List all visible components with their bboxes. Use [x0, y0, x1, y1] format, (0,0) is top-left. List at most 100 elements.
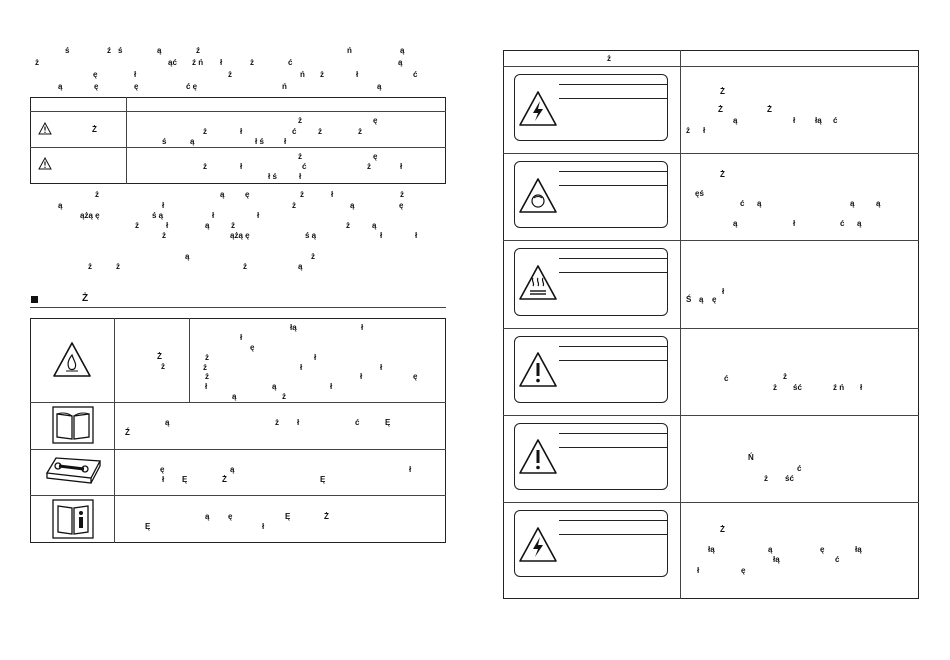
- text-fragment: ę: [373, 116, 378, 125]
- safety-label-card: [514, 422, 668, 490]
- text-fragment: ć: [288, 58, 293, 67]
- text-fragment: ł: [212, 211, 215, 220]
- information-manual-icon: [52, 499, 94, 539]
- text-fragment: ą: [757, 199, 762, 208]
- text-fragment: Ż: [720, 525, 725, 534]
- text-fragment: ż: [35, 58, 39, 67]
- row-divider: [503, 502, 919, 503]
- text-fragment: ść: [793, 383, 802, 392]
- text-fragment: ł: [409, 465, 412, 474]
- row-divider: [503, 153, 919, 155]
- text-fragment: ż: [135, 221, 139, 230]
- text-fragment: ć: [797, 464, 802, 473]
- text-fragment: ż: [298, 152, 302, 161]
- text-fragment: łą: [815, 116, 822, 125]
- text-fragment: ł: [356, 70, 359, 79]
- text-fragment: ł: [284, 137, 287, 146]
- text-fragment: ą: [298, 262, 303, 271]
- text-fragment: ł: [415, 231, 418, 240]
- text-fragment: Ż: [324, 512, 329, 521]
- text-fragment: łą: [855, 545, 862, 554]
- text-fragment: ł: [703, 126, 706, 135]
- text-fragment: ź: [196, 46, 200, 55]
- text-fragment: Ę: [182, 475, 188, 484]
- text-fragment: ć: [740, 199, 745, 208]
- text-fragment: ż: [250, 58, 254, 67]
- text-fragment: ą: [857, 219, 862, 228]
- text-fragment: ć: [292, 127, 297, 136]
- text-fragment: ć ę: [186, 82, 198, 91]
- section-rule: [30, 307, 446, 308]
- electric-shock-icon: [519, 526, 557, 562]
- section-heading: Ż: [82, 293, 89, 304]
- text-fragment: ąć: [168, 58, 177, 67]
- text-fragment: ł: [220, 58, 223, 67]
- text-fragment: Ę: [385, 418, 391, 427]
- flammable-warning-icon: [53, 342, 91, 377]
- text-fragment: ł: [257, 211, 260, 220]
- row-divider: [503, 327, 919, 329]
- rotating-fan-icon: [519, 177, 557, 213]
- caution-icon: [519, 352, 557, 387]
- text-fragment: ż: [228, 70, 232, 79]
- text-fragment: ą: [58, 201, 63, 210]
- text-fragment: Ń: [748, 453, 754, 462]
- text-fragment: ż: [686, 126, 690, 135]
- text-fragment: ą: [350, 201, 355, 210]
- safety-label-card: [514, 335, 668, 403]
- text-fragment: ł: [205, 382, 208, 391]
- text-fragment: ł: [297, 418, 300, 427]
- text-fragment: ą: [58, 82, 63, 91]
- text-fragment: ż: [203, 363, 207, 372]
- text-fragment: ł: [330, 382, 333, 391]
- text-fragment: ś: [162, 137, 167, 146]
- text-fragment: ą: [165, 418, 170, 427]
- text-fragment: ć: [355, 418, 360, 427]
- text-fragment: ą: [733, 116, 738, 125]
- text-fragment: ą: [398, 58, 403, 67]
- text-fragment: ż: [205, 353, 209, 362]
- text-fragment: ą: [377, 82, 382, 91]
- text-fragment: ę: [373, 152, 378, 161]
- text-fragment: ż: [205, 372, 209, 381]
- text-fragment: ą: [400, 46, 405, 55]
- text-fragment: ę: [741, 566, 746, 575]
- text-fragment: ż: [95, 190, 99, 199]
- text-fragment: ą: [876, 199, 881, 208]
- text-fragment: ę: [93, 70, 98, 79]
- text-fragment: Ę: [320, 475, 326, 484]
- text-fragment: ą: [768, 545, 773, 554]
- text-fragment: ź ń: [192, 58, 204, 67]
- text-fragment: ń: [347, 46, 352, 55]
- text-fragment: ę: [160, 465, 165, 474]
- text-fragment: ą: [205, 512, 210, 521]
- text-fragment: ż: [783, 372, 787, 381]
- text-fragment: ź: [107, 46, 111, 55]
- text-fragment: ę: [712, 295, 717, 304]
- label-table-header: ż: [607, 54, 611, 63]
- text-fragment: ł: [361, 323, 364, 332]
- text-fragment: ć: [724, 374, 729, 383]
- caution-icon: [519, 439, 557, 475]
- text-fragment: ż: [311, 252, 315, 261]
- text-fragment: ż: [203, 127, 207, 136]
- flammable-signal-word: Ż: [157, 352, 162, 361]
- text-fragment: ź ń: [833, 383, 845, 392]
- text-fragment: ę: [228, 512, 233, 521]
- text-fragment: Ż: [718, 105, 723, 114]
- text-fragment: ć: [840, 219, 845, 228]
- text-fragment: ś: [118, 46, 123, 55]
- safety-label-card: [514, 74, 668, 142]
- text-fragment: ę: [413, 372, 418, 381]
- row-divider: [503, 240, 919, 242]
- electric-shock-icon: [519, 90, 557, 126]
- flammable-signal-sub: ż: [161, 362, 165, 371]
- text-fragment: Ś: [686, 295, 692, 304]
- text-fragment: ż: [400, 190, 404, 199]
- hot-surface-icon: [519, 265, 557, 300]
- text-fragment: ą: [699, 295, 704, 304]
- text-fragment: ą: [220, 190, 225, 199]
- text-fragment: ążą ę: [80, 211, 100, 220]
- text-fragment: ł: [360, 372, 363, 381]
- warning-signal-word: Ż: [92, 125, 97, 134]
